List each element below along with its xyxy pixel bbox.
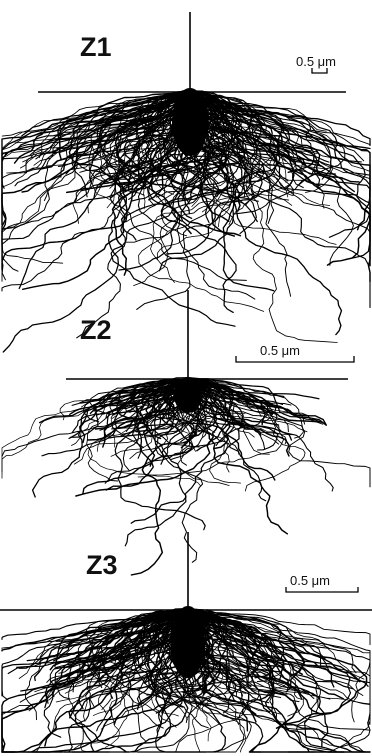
panel-z1: Z1 0.5 μm (2, 12, 370, 352)
z1-trajectory-cloud (2, 88, 370, 352)
panel-z3: Z3 0.5 μm (0, 532, 372, 752)
z2-scale-bar: 0.5 μm (236, 343, 354, 362)
trajectory-path (186, 379, 287, 534)
z2-trajectory-cloud (2, 377, 370, 575)
trajectory-core (172, 88, 208, 156)
z3-scale-label: 0.5 μm (290, 573, 330, 588)
trajectory-core (171, 606, 205, 678)
panel-z2: Z2 0.5 μm (2, 290, 370, 575)
z3-trajectory-cloud (2, 606, 370, 752)
z1-scale-bar: 0.5 μm (296, 54, 336, 73)
z3-scale-bar: 0.5 μm (286, 573, 358, 592)
z1-panel-label: Z1 (80, 32, 112, 62)
z2-panel-label: Z2 (80, 315, 112, 345)
z2-scale-label: 0.5 μm (260, 343, 300, 358)
z3-panel-label: Z3 (86, 550, 118, 580)
trajectory-core (174, 377, 202, 413)
z1-scale-label: 0.5 μm (296, 54, 336, 69)
